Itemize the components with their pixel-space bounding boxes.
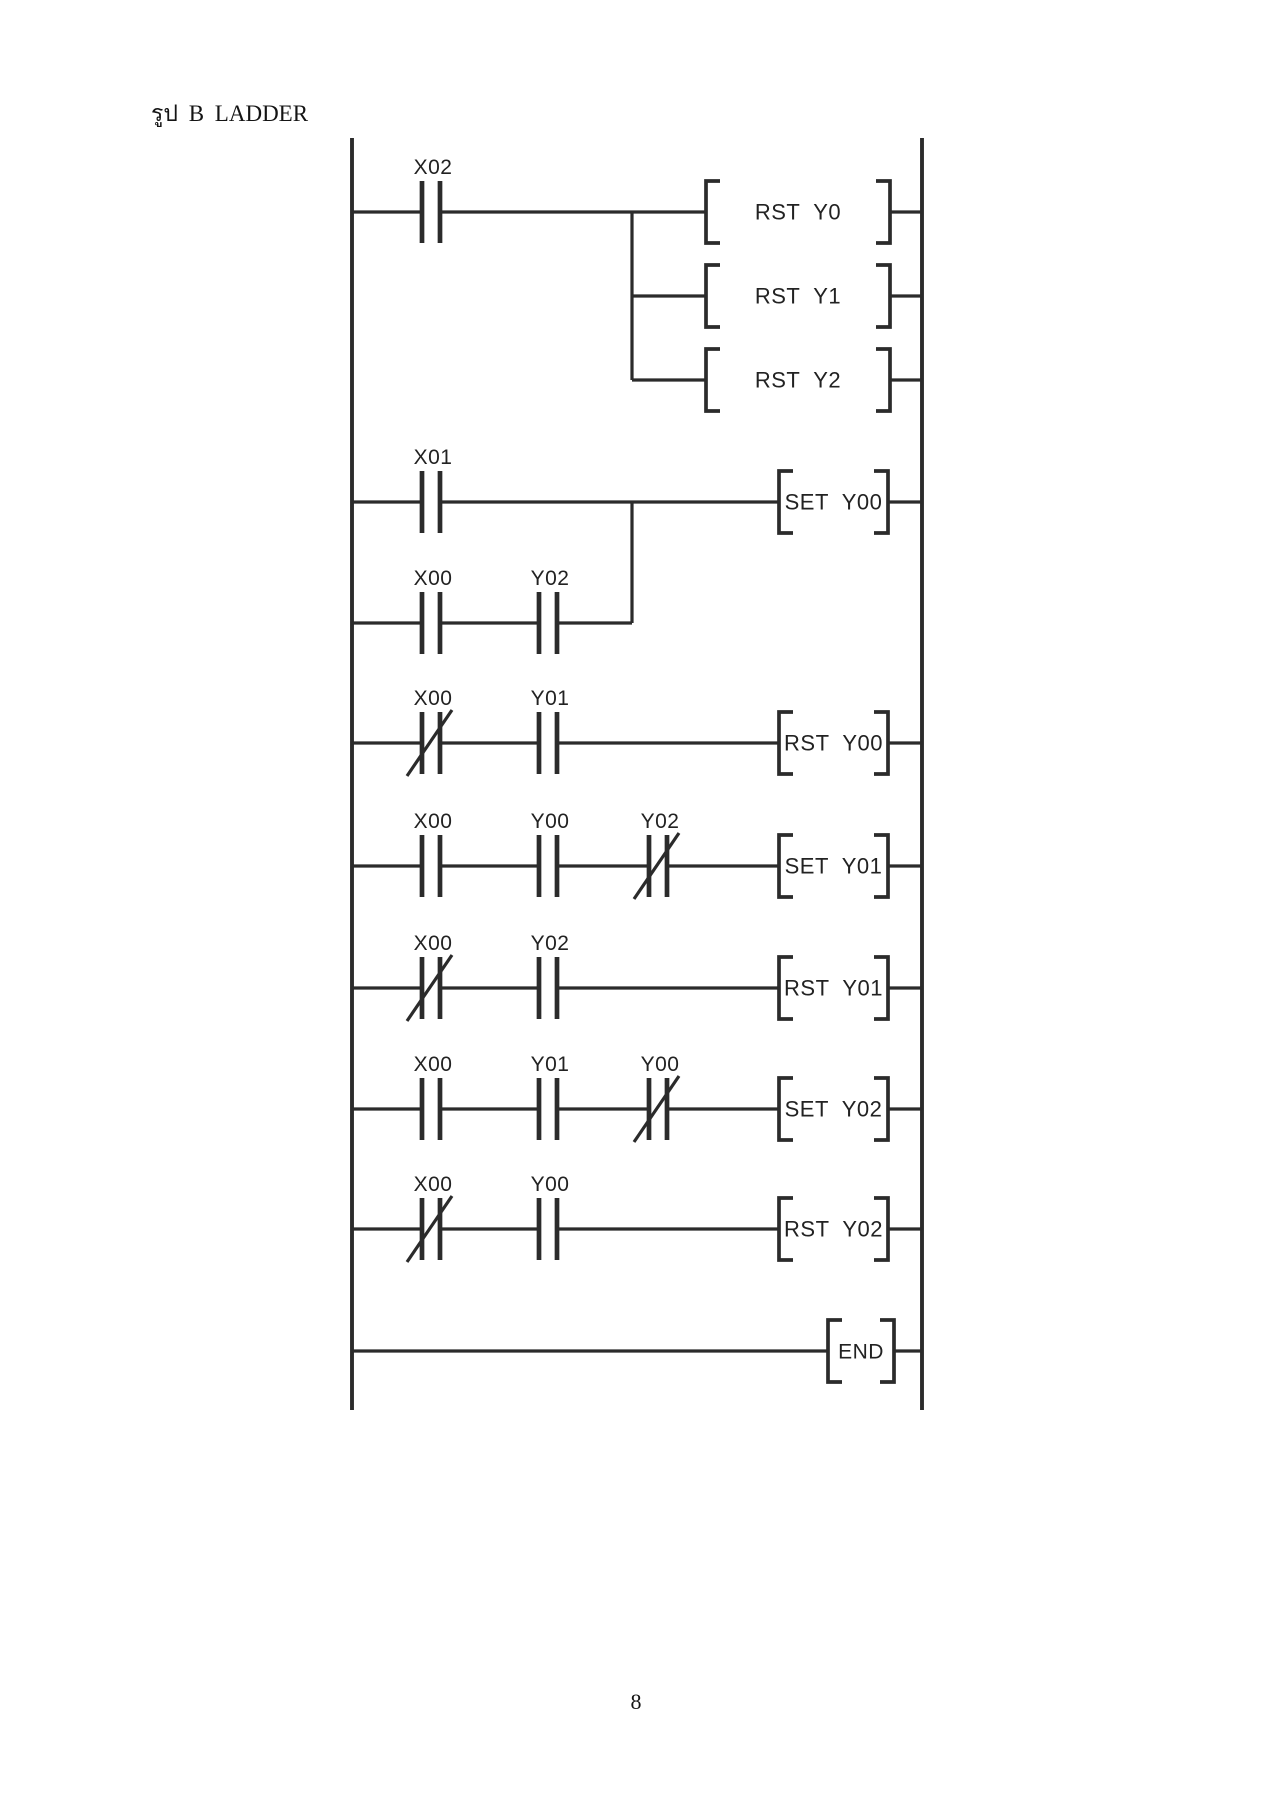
coil-bracket-left-icon bbox=[777, 1076, 793, 1142]
figure-title: รูป B LADDER bbox=[151, 101, 309, 126]
contact-label: Y00 bbox=[531, 810, 570, 833]
contact-label: X00 bbox=[414, 932, 453, 955]
coil-bracket-left-icon bbox=[777, 710, 793, 776]
no-contact-y02: Y02 bbox=[531, 567, 570, 654]
no-contact-y01: Y01 bbox=[531, 687, 570, 774]
contact-label: X00 bbox=[414, 1173, 453, 1196]
contact-label: X00 bbox=[414, 567, 453, 590]
coil-label: RST Y1 bbox=[755, 284, 841, 309]
coil-rst-y2: RST Y2 bbox=[704, 347, 892, 413]
contact-label: Y02 bbox=[531, 567, 570, 590]
coil-rst-y1: RST Y1 bbox=[704, 263, 892, 329]
no-contact-x02: X02 bbox=[414, 156, 453, 243]
coil-bracket-right-icon bbox=[876, 347, 892, 413]
contact-label: X00 bbox=[414, 810, 453, 833]
page-number: 8 bbox=[630, 1689, 642, 1714]
coil-rst-y00: RST Y00 bbox=[777, 710, 890, 776]
no-contact-y02: Y02 bbox=[531, 932, 570, 1019]
coil-bracket-left-icon bbox=[777, 469, 793, 535]
coil-label: RST Y02 bbox=[784, 1217, 883, 1242]
nc-contact-x00: X00 bbox=[405, 687, 454, 777]
contact-label: Y02 bbox=[641, 810, 680, 833]
coil-label: SET Y00 bbox=[785, 490, 883, 515]
contact-label: X01 bbox=[414, 446, 453, 469]
nc-slash-icon bbox=[632, 832, 681, 900]
no-contact-y00: Y00 bbox=[531, 1173, 570, 1260]
coil-bracket-left-icon bbox=[777, 955, 793, 1021]
nc-contact-y00: Y00 bbox=[632, 1053, 681, 1143]
no-contact-y00: Y00 bbox=[531, 810, 570, 897]
coil-bracket-left-icon bbox=[704, 179, 720, 245]
nc-contact-x00: X00 bbox=[405, 1173, 454, 1263]
contact-label: Y00 bbox=[531, 1173, 570, 1196]
coil-rst-y01: RST Y01 bbox=[777, 955, 890, 1021]
coil-label: RST Y01 bbox=[784, 976, 883, 1001]
nc-contact-y02: Y02 bbox=[632, 810, 681, 900]
coil-label: RST Y00 bbox=[784, 731, 883, 756]
coil-bracket-left-icon bbox=[826, 1318, 842, 1384]
rung-8: END bbox=[352, 1318, 922, 1384]
nc-slash-icon bbox=[405, 709, 454, 777]
coil-set-y00: SET Y00 bbox=[777, 469, 890, 535]
coil-bracket-right-icon bbox=[876, 179, 892, 245]
no-contact-x00: X00 bbox=[414, 810, 453, 897]
contact-label: Y01 bbox=[531, 1053, 570, 1076]
contact-label: Y02 bbox=[531, 932, 570, 955]
coil-label: RST Y2 bbox=[755, 368, 841, 393]
no-contact-x01: X01 bbox=[414, 446, 453, 533]
coil-end: END bbox=[826, 1318, 896, 1384]
no-contact-y01: Y01 bbox=[531, 1053, 570, 1140]
coil-label: SET Y02 bbox=[785, 1097, 883, 1122]
contact-label: Y01 bbox=[531, 687, 570, 710]
contact-label: X00 bbox=[414, 687, 453, 710]
coil-label: END bbox=[838, 1341, 884, 1364]
coil-bracket-right-icon bbox=[876, 263, 892, 329]
nc-slash-icon bbox=[405, 1195, 454, 1263]
coil-bracket-left-icon bbox=[704, 263, 720, 329]
nc-contact-x00: X00 bbox=[405, 932, 454, 1022]
no-contact-x00: X00 bbox=[414, 1053, 453, 1140]
coil-set-y02: SET Y02 bbox=[777, 1076, 890, 1142]
coil-rst-y02: RST Y02 bbox=[777, 1196, 890, 1262]
coil-bracket-left-icon bbox=[704, 347, 720, 413]
contact-label: Y00 bbox=[641, 1053, 680, 1076]
coil-label: RST Y0 bbox=[755, 200, 841, 225]
coil-bracket-left-icon bbox=[777, 1196, 793, 1262]
nc-slash-icon bbox=[405, 954, 454, 1022]
coil-set-y01: SET Y01 bbox=[777, 833, 890, 899]
nc-slash-icon bbox=[632, 1075, 681, 1143]
coil-rst-y0: RST Y0 bbox=[704, 179, 892, 245]
no-contact-x00: X00 bbox=[414, 567, 453, 654]
coil-bracket-left-icon bbox=[777, 833, 793, 899]
contact-label: X02 bbox=[414, 156, 453, 179]
coil-label: SET Y01 bbox=[785, 854, 883, 879]
contact-label: X00 bbox=[414, 1053, 453, 1076]
